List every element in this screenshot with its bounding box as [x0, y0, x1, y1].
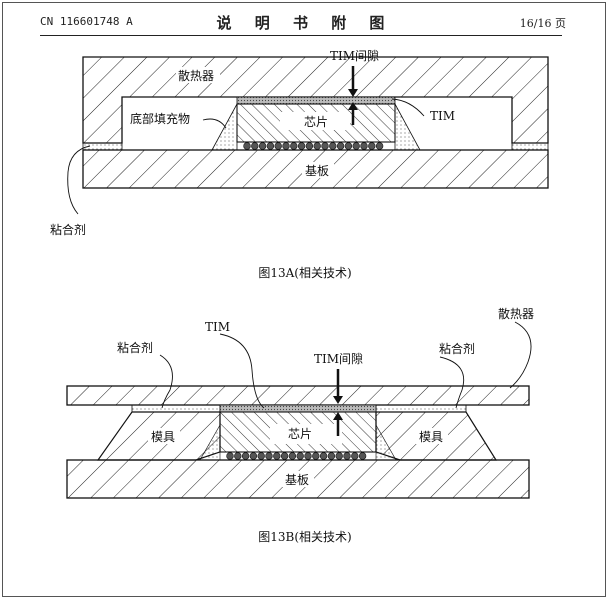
solder-bump — [321, 142, 329, 150]
label-substrate-b: 基板 — [285, 473, 309, 487]
page-title: 说 明 书 附 图 — [216, 14, 394, 32]
solder-bump — [368, 142, 376, 150]
page-number: 16/16 页 — [519, 17, 566, 30]
solder-bump — [290, 142, 298, 150]
label-heat-sink-b: 散热器 — [498, 306, 534, 321]
solder-bump — [258, 142, 267, 150]
solder-bump — [234, 452, 242, 460]
solder-bump — [249, 452, 258, 460]
label-adhesive: 粘合剂 — [50, 222, 86, 237]
underfill-right — [394, 103, 421, 151]
label-tim-b: TIM — [205, 320, 230, 334]
solder-bump — [297, 142, 306, 150]
solder-bump — [282, 142, 290, 150]
solder-bump — [327, 452, 336, 460]
solder-bump — [280, 452, 289, 460]
adhesive-left-strip — [131, 404, 221, 413]
solder-bump — [266, 142, 275, 150]
solder-bump — [251, 142, 259, 150]
solder-bump — [304, 452, 312, 460]
header-rule — [40, 35, 562, 36]
solder-bump — [305, 142, 314, 150]
solder-bump — [226, 452, 234, 460]
caption-13a: 图13A(相关技术) — [258, 266, 352, 280]
solder-bump — [358, 452, 367, 460]
solder-bump — [273, 452, 281, 460]
figure-13a: 散热器 TIM间隙 底部填充物 芯片 TIM 基板 粘合剂 — [50, 49, 549, 237]
publication-number: CN 116601748 A — [40, 15, 133, 28]
solder-bump — [329, 142, 337, 150]
label-tim: TIM — [430, 109, 455, 123]
solder-bump — [257, 452, 265, 460]
solder-bump — [343, 452, 351, 460]
adhesive-right-strip — [375, 404, 467, 413]
label-underfill: 底部填充物 — [130, 111, 190, 126]
label-mold-right: 模具 — [419, 430, 443, 444]
label-substrate: 基板 — [305, 164, 329, 178]
solder-bump — [319, 452, 328, 460]
solder-bump — [344, 142, 353, 150]
solder-bump — [312, 452, 320, 460]
solder-bump — [336, 142, 345, 150]
label-chip: 芯片 — [304, 115, 328, 129]
label-tim-gap: TIM间隙 — [330, 49, 379, 63]
solder-bump — [335, 452, 343, 460]
label-heat-sink: 散热器 — [178, 68, 214, 83]
label-chip-b: 芯片 — [288, 427, 312, 441]
solder-bump — [313, 142, 321, 150]
solder-bumps — [243, 142, 384, 150]
solder-bump — [360, 142, 368, 150]
solder-bump — [274, 142, 282, 150]
solder-bump — [351, 452, 359, 460]
tim-layer-b — [219, 404, 377, 413]
solder-bump — [352, 142, 360, 150]
solder-bumps-b — [226, 452, 367, 460]
caption-13b: 图13B(相关技术) — [258, 530, 352, 544]
figure-13b: TIM 散热器 粘合剂 粘合剂 TIM间隙 模具 芯片 模具 基板 — [66, 306, 534, 499]
label-tim-gap-b: TIM间隙 — [314, 352, 363, 366]
label-adhesive-left: 粘合剂 — [117, 340, 153, 355]
solder-bump — [375, 142, 384, 150]
solder-bump — [296, 452, 304, 460]
label-mold-left: 模具 — [151, 430, 175, 444]
adhesive-right — [511, 142, 549, 151]
solder-bump — [241, 452, 250, 460]
tim-layer — [236, 96, 396, 105]
solder-bump — [288, 452, 297, 460]
label-adhesive-right: 粘合剂 — [439, 341, 475, 356]
underfill-left — [211, 103, 238, 151]
solder-bump — [243, 142, 251, 150]
solder-bump — [265, 452, 273, 460]
